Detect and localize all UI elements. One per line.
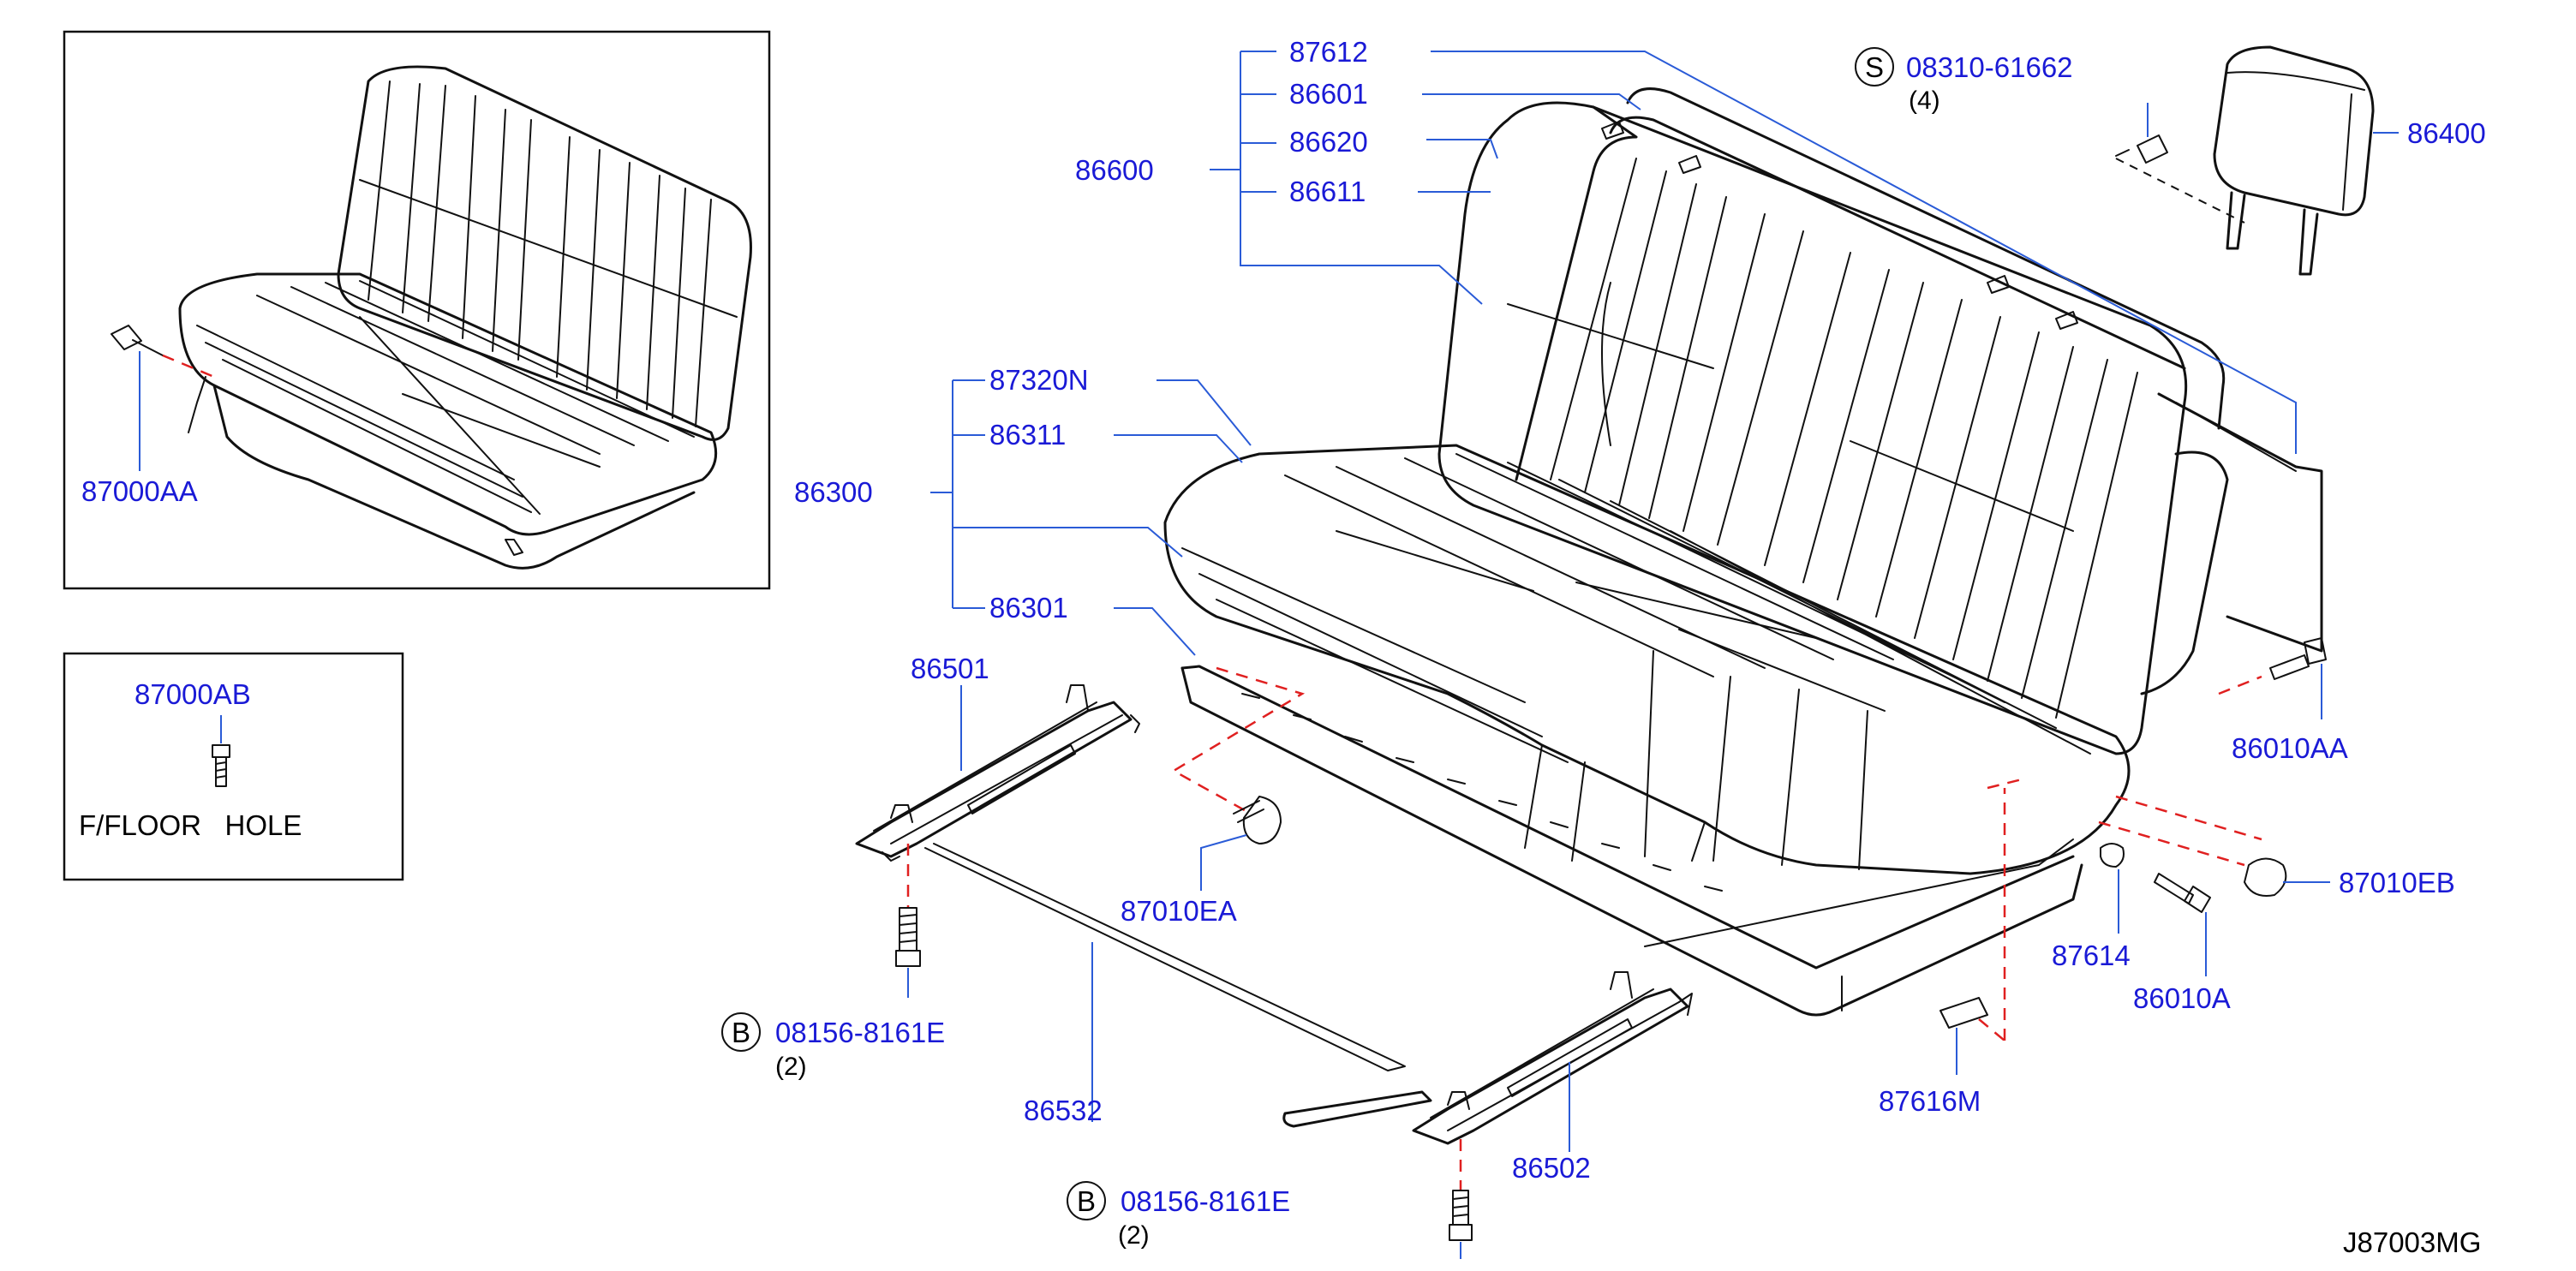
label-86300: 86300 <box>794 476 873 508</box>
symbol-b-2: B <box>1077 1185 1096 1217</box>
rear-board <box>2140 392 2323 695</box>
bracket-87616M-icon <box>1939 778 2023 1041</box>
label-86400: 86400 <box>2407 117 2486 149</box>
slide-rail-86502 <box>1412 971 1693 1145</box>
label-87320N: 87320N <box>989 364 1089 396</box>
seat-cushion-86300 <box>1163 444 2131 1017</box>
label-86010AA: 86010AA <box>2232 732 2348 764</box>
label-86600: 86600 <box>1075 154 1154 186</box>
label-86532: 86532 <box>1024 1095 1103 1126</box>
bolt-s-icon <box>2115 134 2245 224</box>
hidden-line-cushion-front <box>1171 666 1306 815</box>
label-87000AA: 87000AA <box>81 475 198 507</box>
label-08310-61662: 08310-61662 <box>1906 51 2073 83</box>
label-08156-8161E-1: 08156-8161E <box>775 1017 945 1048</box>
diagram-code: J87003MG <box>2343 1226 2481 1258</box>
qty-b-1: (2) <box>775 1053 807 1081</box>
label-87614: 87614 <box>2052 940 2131 971</box>
label-86502: 86502 <box>1512 1152 1591 1184</box>
qty-b-2: (2) <box>1118 1221 1150 1250</box>
bolt-86010AA-icon <box>2218 637 2327 695</box>
label-08156-8161E-2: 08156-8161E <box>1121 1185 1290 1217</box>
qty-s: (4) <box>1909 87 1940 115</box>
headrest-86400 <box>2213 45 2375 276</box>
slide-rail-86501 <box>855 684 1140 862</box>
callout-b-08156-8161E-1: B 08156-8161E (2) <box>721 1012 945 1081</box>
label-86501: 86501 <box>911 653 989 684</box>
floor-bolt-icon <box>212 744 230 787</box>
bolt-87614-icon <box>2100 843 2125 868</box>
label-87010EB: 87010EB <box>2339 867 2455 898</box>
clip-87010EB-icon <box>2098 795 2287 897</box>
seat-back-86600 <box>1437 87 2226 755</box>
inset-seat-illustration <box>111 65 752 570</box>
bolt-b2-icon <box>1449 1139 1473 1241</box>
bolt-86010A-icon <box>2154 873 2211 913</box>
label-86311: 86311 <box>989 419 1066 451</box>
clip-87010EA-icon <box>1233 796 1282 844</box>
floor-hole-caption: F/FLOOR HOLE <box>79 809 302 841</box>
release-bar-86532 <box>924 843 1432 1128</box>
label-87010EA: 87010EA <box>1121 895 1237 927</box>
bolt-b1-icon <box>895 844 921 967</box>
leader-lines <box>907 51 2399 1259</box>
callout-b-08156-8161E-2: B 08156-8161E (2) <box>1067 1181 1290 1250</box>
label-86010A: 86010A <box>2133 982 2231 1014</box>
label-86620: 86620 <box>1289 126 1368 158</box>
callout-s-08310-61662: S 08310-61662 (4) <box>1855 47 2073 115</box>
label-86601: 86601 <box>1289 78 1368 110</box>
label-86611: 86611 <box>1289 176 1366 207</box>
symbol-b-1: B <box>732 1017 750 1048</box>
inset-floor-frame <box>63 652 404 881</box>
label-87616M: 87616M <box>1879 1085 1981 1117</box>
label-86301: 86301 <box>989 592 1068 624</box>
symbol-s: S <box>1865 51 1884 83</box>
label-87612: 87612 <box>1289 36 1368 68</box>
label-87000AB: 87000AB <box>134 678 251 710</box>
inset-seat-frame <box>63 30 771 590</box>
